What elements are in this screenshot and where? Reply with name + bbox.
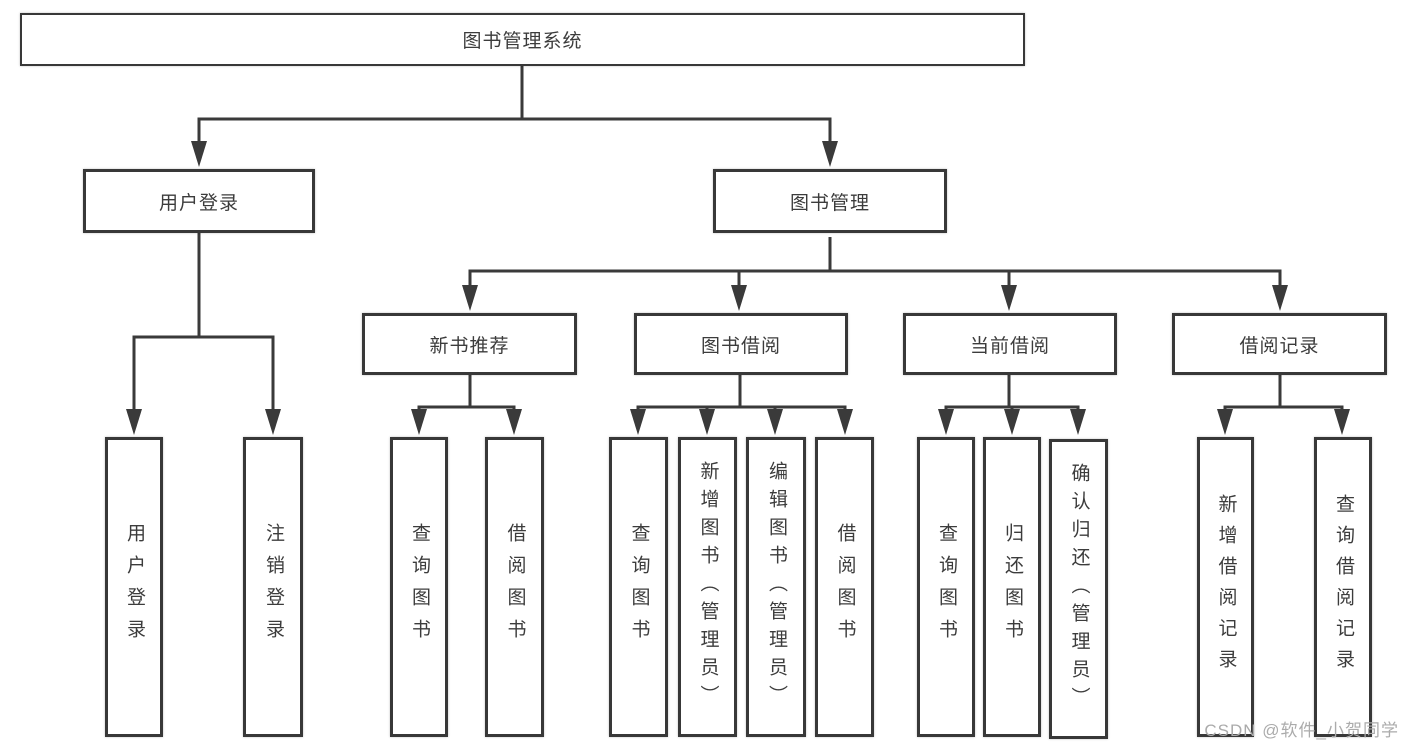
node-book-borrow: 图书借阅	[634, 313, 848, 375]
node-label: 用户登录	[123, 523, 145, 651]
leaf-edit-book-admin: 编辑图书（管理员）	[746, 437, 806, 737]
csdn-watermark: CSDN @软件_小贺同学	[1204, 721, 1399, 740]
node-system-root: 图书管理系统	[20, 13, 1025, 66]
node-label: 注销登录	[262, 523, 284, 651]
node-label: 图书管理系统	[462, 31, 583, 52]
node-label: 新书推荐	[429, 335, 510, 357]
connector-new-book-children	[417, 375, 516, 428]
leaf-query-borrow-record: 查询借阅记录	[1314, 437, 1372, 737]
node-user-login: 用户登录	[83, 169, 315, 233]
node-label: 查询借阅记录	[1332, 494, 1354, 680]
connector-current-children	[944, 375, 1080, 428]
leaf-query-book-1: 查询图书	[390, 437, 448, 737]
connector-borrow-children	[636, 375, 847, 428]
node-label: 查询图书	[408, 523, 430, 651]
node-label: 借阅图书	[504, 523, 526, 651]
node-label: 确认归还（管理员）	[1068, 463, 1090, 715]
leaf-confirm-return-admin: 确认归还（管理员）	[1049, 439, 1108, 739]
node-label: 图书管理	[789, 192, 870, 214]
connector-root-to-level2	[197, 66, 832, 160]
leaf-logout: 注销登录	[243, 437, 303, 737]
node-label: 图书借阅	[700, 335, 781, 357]
node-new-book-recommend: 新书推荐	[362, 313, 577, 375]
node-label: 借阅记录	[1239, 335, 1320, 357]
leaf-query-book-3: 查询图书	[917, 437, 975, 737]
node-book-management: 图书管理	[713, 169, 947, 233]
node-label: 编辑图书（管理员）	[765, 461, 787, 713]
leaf-borrow-book-2: 借阅图书	[815, 437, 874, 737]
leaf-return-book: 归还图书	[983, 437, 1041, 737]
node-label: 查询图书	[935, 523, 957, 651]
leaf-user-login: 用户登录	[105, 437, 163, 737]
leaf-add-borrow-record: 新增借阅记录	[1197, 437, 1254, 737]
connector-book-mgmt-children	[468, 237, 1282, 305]
node-label: 查询图书	[628, 523, 650, 651]
connector-records-children	[1223, 375, 1344, 428]
node-label: 当前借阅	[969, 335, 1050, 357]
node-borrow-records: 借阅记录	[1172, 313, 1387, 375]
node-current-borrow: 当前借阅	[903, 313, 1117, 375]
node-label: 归还图书	[1001, 523, 1023, 651]
node-label: 新增借阅记录	[1215, 494, 1237, 680]
leaf-query-book-2: 查询图书	[609, 437, 668, 737]
node-label: 借阅图书	[834, 523, 856, 651]
node-label: 用户登录	[158, 192, 239, 214]
leaf-borrow-book-1: 借阅图书	[485, 437, 544, 737]
connector-user-login-children	[132, 233, 275, 428]
leaf-add-book-admin: 新增图书（管理员）	[678, 437, 737, 737]
node-label: 新增图书（管理员）	[697, 461, 719, 713]
